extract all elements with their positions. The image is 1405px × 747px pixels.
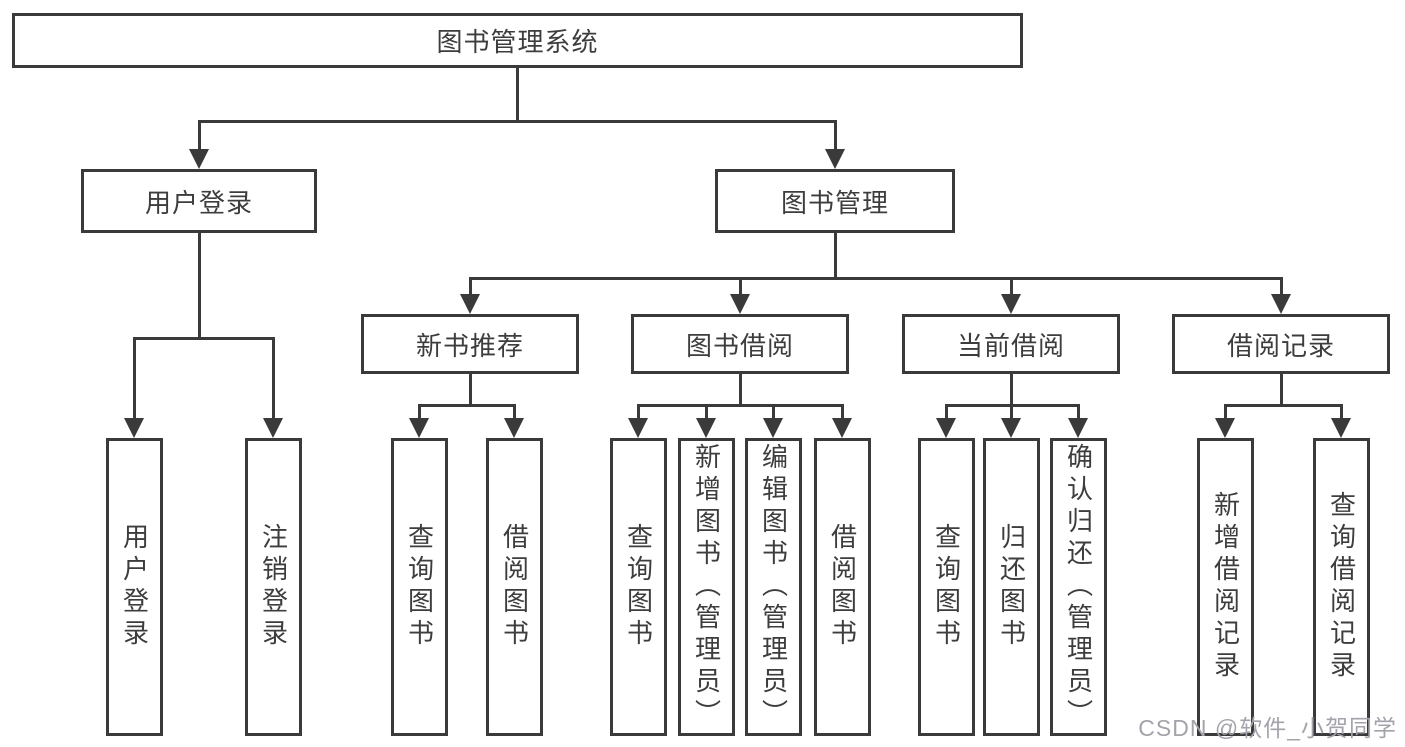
node-label: 新书推荐 [415,330,524,361]
node-label: 注销登录 [258,523,289,651]
arrow-to-book-borrow [729,277,751,314]
connector-borrow-records-rail [1224,404,1343,407]
leaf-borrow-book-1: 借阅图书 [486,438,543,736]
node-label: 图书管理系统 [436,27,599,57]
connector-new-book-recommend-rail [418,404,516,407]
arrow-to-return-book [1001,404,1022,438]
leaf-query-borrow-record: 查询借阅记录 [1313,438,1370,736]
node-label: 确认归还（管理员） [1063,443,1094,731]
leaf-query-book-3: 查询图书 [918,438,975,736]
node-borrow-records: 借阅记录 [1172,314,1390,374]
node-label: 新增图书（管理员） [691,443,722,731]
arrow-to-query-book-3 [936,404,957,438]
arrow-to-add-borrow-record [1215,404,1236,438]
node-book-borrow: 图书借阅 [631,314,849,374]
node-user-login: 用户登录 [81,169,317,233]
node-label: 图书管理 [780,187,889,218]
arrow-to-book-management [824,120,846,169]
arrow-to-current-borrow [1000,277,1022,314]
leaf-user-login: 用户登录 [106,438,163,736]
node-library-management-system: 图书管理系统 [12,13,1023,68]
connector-current-borrow-stem [1009,374,1013,404]
connector-book-management-stem [833,233,837,277]
connector-user-login-rail [133,337,275,340]
node-label: 用户登录 [144,187,253,218]
leaf-borrow-book-2: 借阅图书 [814,438,871,736]
node-book-management: 图书管理 [715,169,955,233]
connector-new-book-recommend-stem [468,374,472,404]
node-label: 查询图书 [623,523,654,651]
leaf-add-borrow-record: 新增借阅记录 [1197,438,1254,736]
csdn-watermark: CSDN @软件_小贺同学 [1138,715,1397,741]
leaf-confirm-return-admin: 确认归还（管理员） [1050,438,1107,736]
leaf-query-book-2: 查询图书 [610,438,667,736]
node-label: 查询借阅记录 [1326,491,1357,683]
connector-borrow-records-stem [1279,374,1283,404]
node-label: 借阅图书 [499,523,530,651]
arrow-to-borrow-book-1 [504,404,525,438]
arrow-to-borrow-records [1270,277,1292,314]
node-label: 图书借阅 [685,330,794,361]
connector-root-stem [515,68,519,120]
arrow-to-query-book-1 [409,404,430,438]
arrow-to-query-book-2 [628,404,649,438]
leaf-query-book-1: 查询图书 [391,438,448,736]
arrow-to-new-book-recommend [459,277,481,314]
node-label: 新增借阅记录 [1210,491,1241,683]
node-new-book-recommend: 新书推荐 [361,314,579,374]
leaf-edit-book-admin: 编辑图书（管理员） [745,438,802,736]
node-current-borrow: 当前借阅 [902,314,1120,374]
node-label: 编辑图书（管理员） [758,443,789,731]
leaf-logout-login: 注销登录 [245,438,302,736]
node-label: 查询图书 [404,523,435,651]
leaf-add-book-admin: 新增图书（管理员） [678,438,735,736]
arrow-to-confirm-return [1068,404,1089,438]
node-label: 归还图书 [996,523,1027,651]
arrow-to-user-login [188,120,210,169]
node-label: 借阅记录 [1226,330,1335,361]
node-label: 借阅图书 [827,523,858,651]
arrow-to-borrow-book-2 [832,404,853,438]
node-label: 当前借阅 [956,330,1065,361]
arrow-to-add-book [696,404,717,438]
arrow-to-leaf-logout [263,337,284,438]
arrow-to-query-borrow-record [1331,404,1352,438]
node-label: 用户登录 [119,523,150,651]
connector-book-management-rail [468,277,1283,280]
connector-book-borrow-rail [637,404,844,407]
connector-root-rail [197,120,837,123]
connector-book-borrow-stem [738,374,742,404]
leaf-return-book: 归还图书 [983,438,1040,736]
arrow-to-leaf-user-login [124,337,145,438]
connector-user-login-stem [197,233,201,337]
arrow-to-edit-book [763,404,784,438]
node-label: 查询图书 [931,523,962,651]
